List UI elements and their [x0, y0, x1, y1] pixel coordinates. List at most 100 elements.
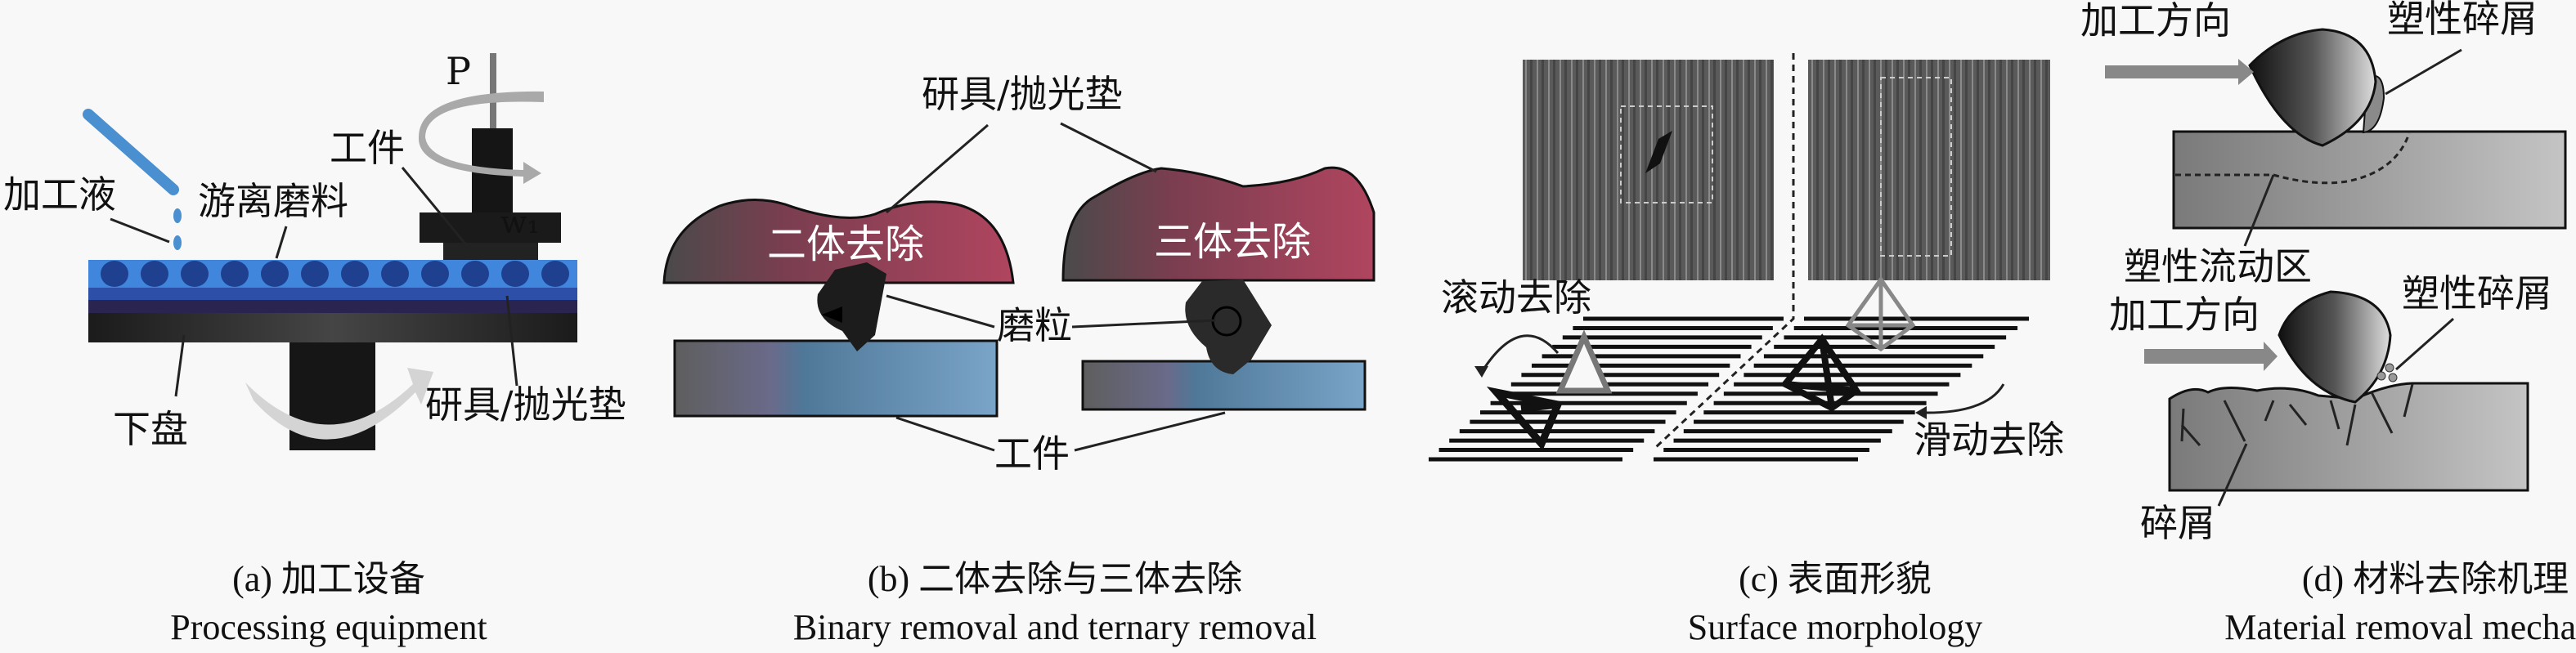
rolling-grit-ghost-icon — [1555, 329, 1613, 394]
fluid-label: 加工液 — [3, 172, 116, 217]
abrasive-particle — [101, 261, 128, 287]
workpiece — [443, 243, 538, 260]
leader-line — [505, 295, 518, 387]
sliding-label: 滑动去除 — [1914, 418, 2064, 462]
leader-line — [1071, 319, 1216, 329]
grit-bottom — [2278, 290, 2392, 404]
highlight-box — [1880, 77, 1952, 257]
pad-label: 研具/抛光垫 — [922, 72, 1123, 116]
plastic-flow-zone-label: 塑性流动区 — [2124, 244, 2312, 288]
plastic-flow-boundary — [2175, 132, 2411, 185]
free-abrasive-label: 游离磨料 — [198, 179, 348, 223]
workpiece-label: 工件 — [994, 432, 1070, 476]
grit-label: 磨粒 — [997, 303, 1072, 347]
sem-image-sliding — [1808, 60, 2050, 280]
three-body-label: 三体去除 — [1154, 219, 1311, 265]
leader-line — [2385, 48, 2462, 96]
direction-bottom-label: 加工方向 — [2109, 293, 2260, 337]
pressure-label: P — [446, 49, 471, 93]
cracks — [2180, 383, 2414, 446]
abrasive-particle — [541, 261, 569, 287]
spin-arrow-icon — [418, 91, 544, 184]
rolling-label: 滚动去除 — [1441, 275, 1591, 320]
omega-label: w₁ — [500, 204, 540, 240]
rolling-arrow-icon — [1480, 334, 1560, 373]
sliding-grit-ghost-icon — [1845, 275, 1916, 352]
workpiece-label: 工件 — [330, 126, 405, 170]
sliding-arrow-icon — [1926, 383, 2005, 414]
leader-line — [895, 416, 995, 452]
rotation-arrow-icon — [245, 368, 433, 440]
pressure-arrow-icon — [490, 53, 496, 128]
pad-left — [662, 199, 1015, 284]
abrasive-particle — [261, 261, 289, 287]
free-abrasive-particles — [101, 261, 569, 287]
leader-line — [110, 217, 170, 244]
panel-c-surface-morphology: 滚动去除 滑动去除 (c) 表面形貌 Surface morphology — [1429, 53, 2064, 647]
abrasive-particle — [381, 261, 409, 287]
pad-right — [1061, 166, 1376, 282]
leader-line — [886, 123, 989, 214]
abrasive-particle — [341, 261, 369, 287]
arrow-head-icon — [1915, 406, 1927, 419]
motion-arrow-icon — [822, 306, 842, 323]
grit-left — [817, 262, 886, 351]
leader-line — [1074, 411, 1226, 452]
caption-d-en: Material removal mechanism — [2224, 607, 2576, 647]
leader-line — [2217, 443, 2248, 507]
direction-arrow-icon — [2144, 349, 2265, 364]
abrasive-particle — [221, 261, 249, 287]
fluid-drop — [173, 235, 182, 250]
workpiece-top — [2172, 130, 2567, 230]
caption-b-en: Binary removal and ternary removal — [793, 607, 1317, 647]
leader-line — [275, 226, 288, 259]
panel-b-two-three-body-removal: 二体去除 三体去除 研具/抛光垫 磨粒 工件 (b) 二体去除与三体去除 Bin… — [662, 72, 1376, 647]
abrasive-particle — [181, 261, 209, 287]
direction-arrow-icon — [2105, 65, 2240, 78]
arrow-head-icon — [1474, 366, 1488, 378]
scratch-mark — [1645, 131, 1672, 173]
caption-c-cn: (c) 表面形貌 — [1739, 559, 1932, 599]
leader-line — [1060, 122, 1157, 173]
chip-particle — [2388, 373, 2398, 382]
caption-c-en: Surface morphology — [1688, 607, 1982, 647]
leader-line — [2243, 174, 2275, 247]
grit-right — [1185, 280, 1272, 374]
plastic-chip-bottom-label: 塑性碎屑 — [2402, 271, 2552, 315]
abrasive-particle — [301, 261, 329, 287]
leader-line — [886, 294, 995, 329]
caption-d-cn: (d) 材料去除机理 — [2302, 559, 2569, 599]
polishing-pad — [88, 288, 577, 300]
pad-base — [88, 300, 577, 313]
plastic-chip-top-label: 塑性碎屑 — [2387, 0, 2538, 41]
abrasive-particle — [421, 261, 449, 287]
abrasive-layer — [88, 260, 577, 288]
chip-label: 碎屑 — [2140, 501, 2215, 545]
pad-label: 研具/抛光垫 — [425, 382, 626, 427]
caption-a-en: Processing equipment — [170, 607, 487, 647]
caption-a-cn: (a) 加工设备 — [232, 559, 425, 599]
direction-top-label: 加工方向 — [2080, 0, 2231, 42]
chip-particle — [2376, 371, 2386, 381]
fluid-drop — [173, 208, 182, 223]
workpiece-left — [673, 339, 999, 418]
highlight-box — [1620, 105, 1713, 204]
leader-line — [174, 334, 186, 397]
chip-particle — [2385, 363, 2394, 373]
arrow-head-icon — [2238, 59, 2254, 85]
caption-b-cn: (b) 二体去除与三体去除 — [868, 559, 1242, 599]
fluid-nozzle — [83, 109, 179, 195]
grit-top — [2248, 28, 2377, 147]
abrasive-particle — [461, 261, 489, 287]
divider-dashed — [1654, 53, 1795, 449]
two-body-label: 二体去除 — [767, 221, 924, 267]
arrow-head-icon — [2264, 342, 2278, 371]
rolling-grit-icon — [1486, 386, 1564, 451]
lower-plate-label: 下盘 — [113, 407, 188, 451]
lower-plate — [88, 313, 577, 342]
workpiece-holder — [420, 212, 561, 243]
abrasive-particle — [141, 261, 168, 287]
panel-a-processing-equipment: P w₁ 加工液 游离磨料 工件 研具/抛光垫 下盘 (a) 加工设备 Proc… — [3, 49, 626, 647]
abrasive-particle — [501, 261, 529, 287]
panel-d-material-removal: 加工方向 塑性碎屑 塑性流动区 加工方向 塑性碎屑 碎屑 (d) 材料去除机理 … — [2080, 0, 2576, 647]
